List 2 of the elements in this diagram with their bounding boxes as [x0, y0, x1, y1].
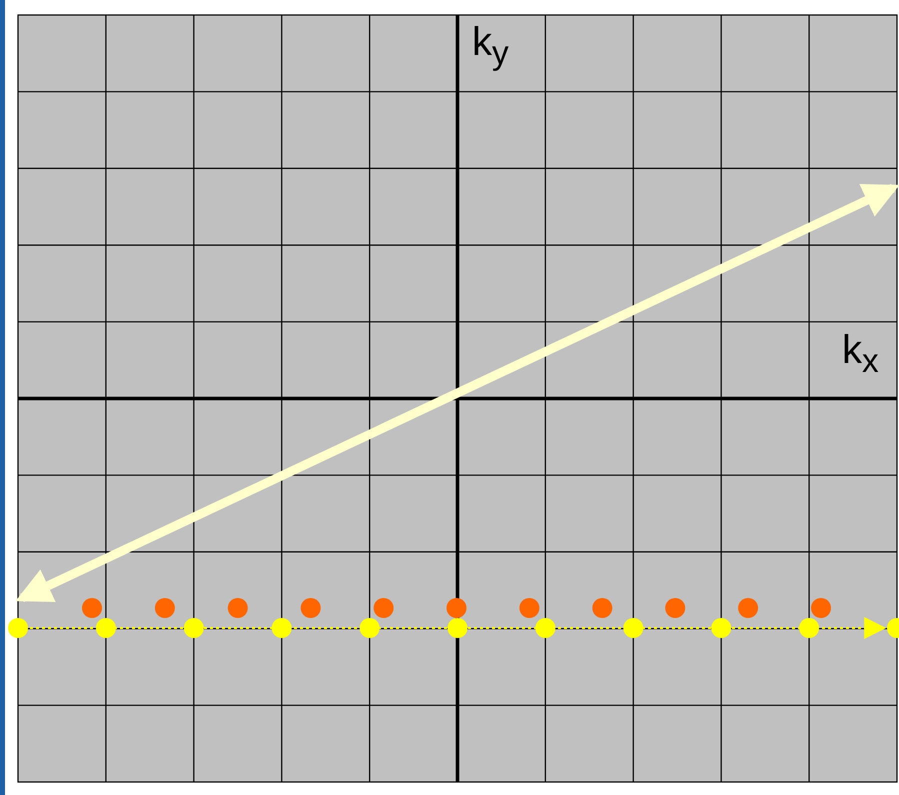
- axis-label: k$_{x}$: [842, 330, 879, 378]
- axis-label: k$_{y}$: [472, 22, 509, 70]
